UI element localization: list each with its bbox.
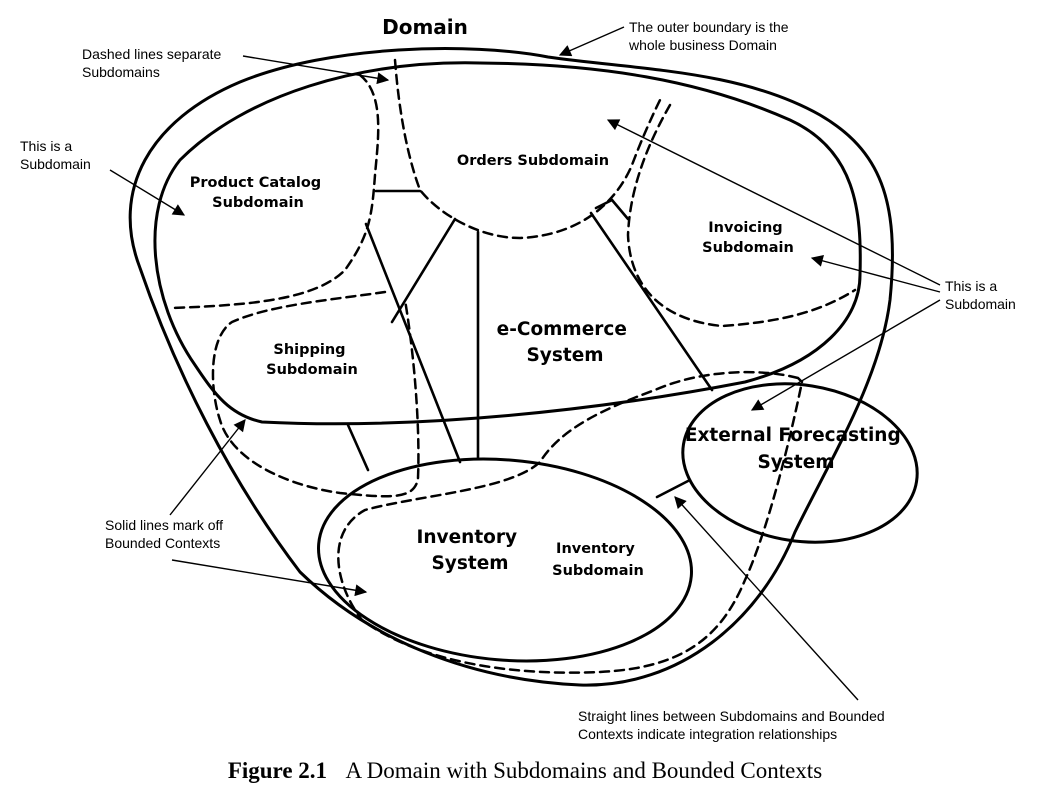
integration-line-orders-shipping <box>390 217 457 324</box>
subdomain-separator-invoicing <box>626 103 857 328</box>
pointer-outer-boundary <box>558 26 625 57</box>
invoicing-label: Invoicing Subdomain <box>702 220 794 256</box>
orders-label: Orders Subdomain <box>457 153 609 169</box>
inventory-context-boundary <box>317 457 693 663</box>
annotation-subdomain-left: This is a Subdomain <box>20 138 91 172</box>
forecasting-context-boundary <box>681 382 919 544</box>
subdomain-separator-shipping <box>211 290 420 498</box>
domain-boundary <box>128 47 894 687</box>
figure-caption: Figure 2.1 A Domain with Subdomains and … <box>228 758 822 783</box>
annotation-subdomain-right: This is a Subdomain <box>945 278 1016 312</box>
shipping-label: Shipping Subdomain <box>266 342 358 378</box>
pointer-solid-shipping <box>169 419 246 516</box>
figure-title: A Domain with Subdomains and Bounded Con… <box>346 758 823 783</box>
pointer-subdomain-inventory <box>750 299 941 411</box>
inventory-subdomain-label: Inventory Subdomain <box>552 541 644 579</box>
product-catalog-label: Product Catalog Subdomain <box>190 175 327 211</box>
subdomain-separator-inventory <box>337 370 804 674</box>
figure-number: Figure 2.1 <box>228 758 327 783</box>
pointer-straight-lines <box>674 496 859 701</box>
ecommerce-label: e-Commerce System <box>497 319 634 366</box>
pointer-subdomain-invoicing <box>810 254 941 293</box>
integration-line-orders-invoicing <box>594 198 614 210</box>
inventory-system-label: Inventory System <box>416 527 523 574</box>
subdomain-separator-product-catalog <box>170 73 380 310</box>
integration-line-inventory-forecasting <box>655 479 690 499</box>
integration-line-orders-invoicing-b <box>610 198 630 221</box>
pointer-subdomain-left <box>109 169 186 216</box>
forecasting-label: External Forecasting System <box>685 425 907 473</box>
pointer-subdomain-orders <box>606 119 941 286</box>
annotation-solid: Solid lines mark off Bounded Contexts <box>105 517 227 551</box>
ecommerce-context-boundary <box>153 61 862 426</box>
pointer-solid-domain <box>171 559 368 597</box>
annotation-straight: Straight lines between Subdomains and Bo… <box>578 708 889 742</box>
pointer-dashed <box>242 55 390 85</box>
subdomain-separator-orders <box>393 58 662 240</box>
integration-line-catalog-inventory <box>364 222 462 464</box>
annotation-dashed: Dashed lines separate Subdomains <box>82 46 225 80</box>
annotation-outer-boundary: The outer boundary is the whole business… <box>628 19 792 53</box>
integration-line-orders-forecasting <box>589 211 714 392</box>
domain-label: Domain <box>382 15 468 39</box>
integration-line-shipping-inventory <box>346 423 370 472</box>
